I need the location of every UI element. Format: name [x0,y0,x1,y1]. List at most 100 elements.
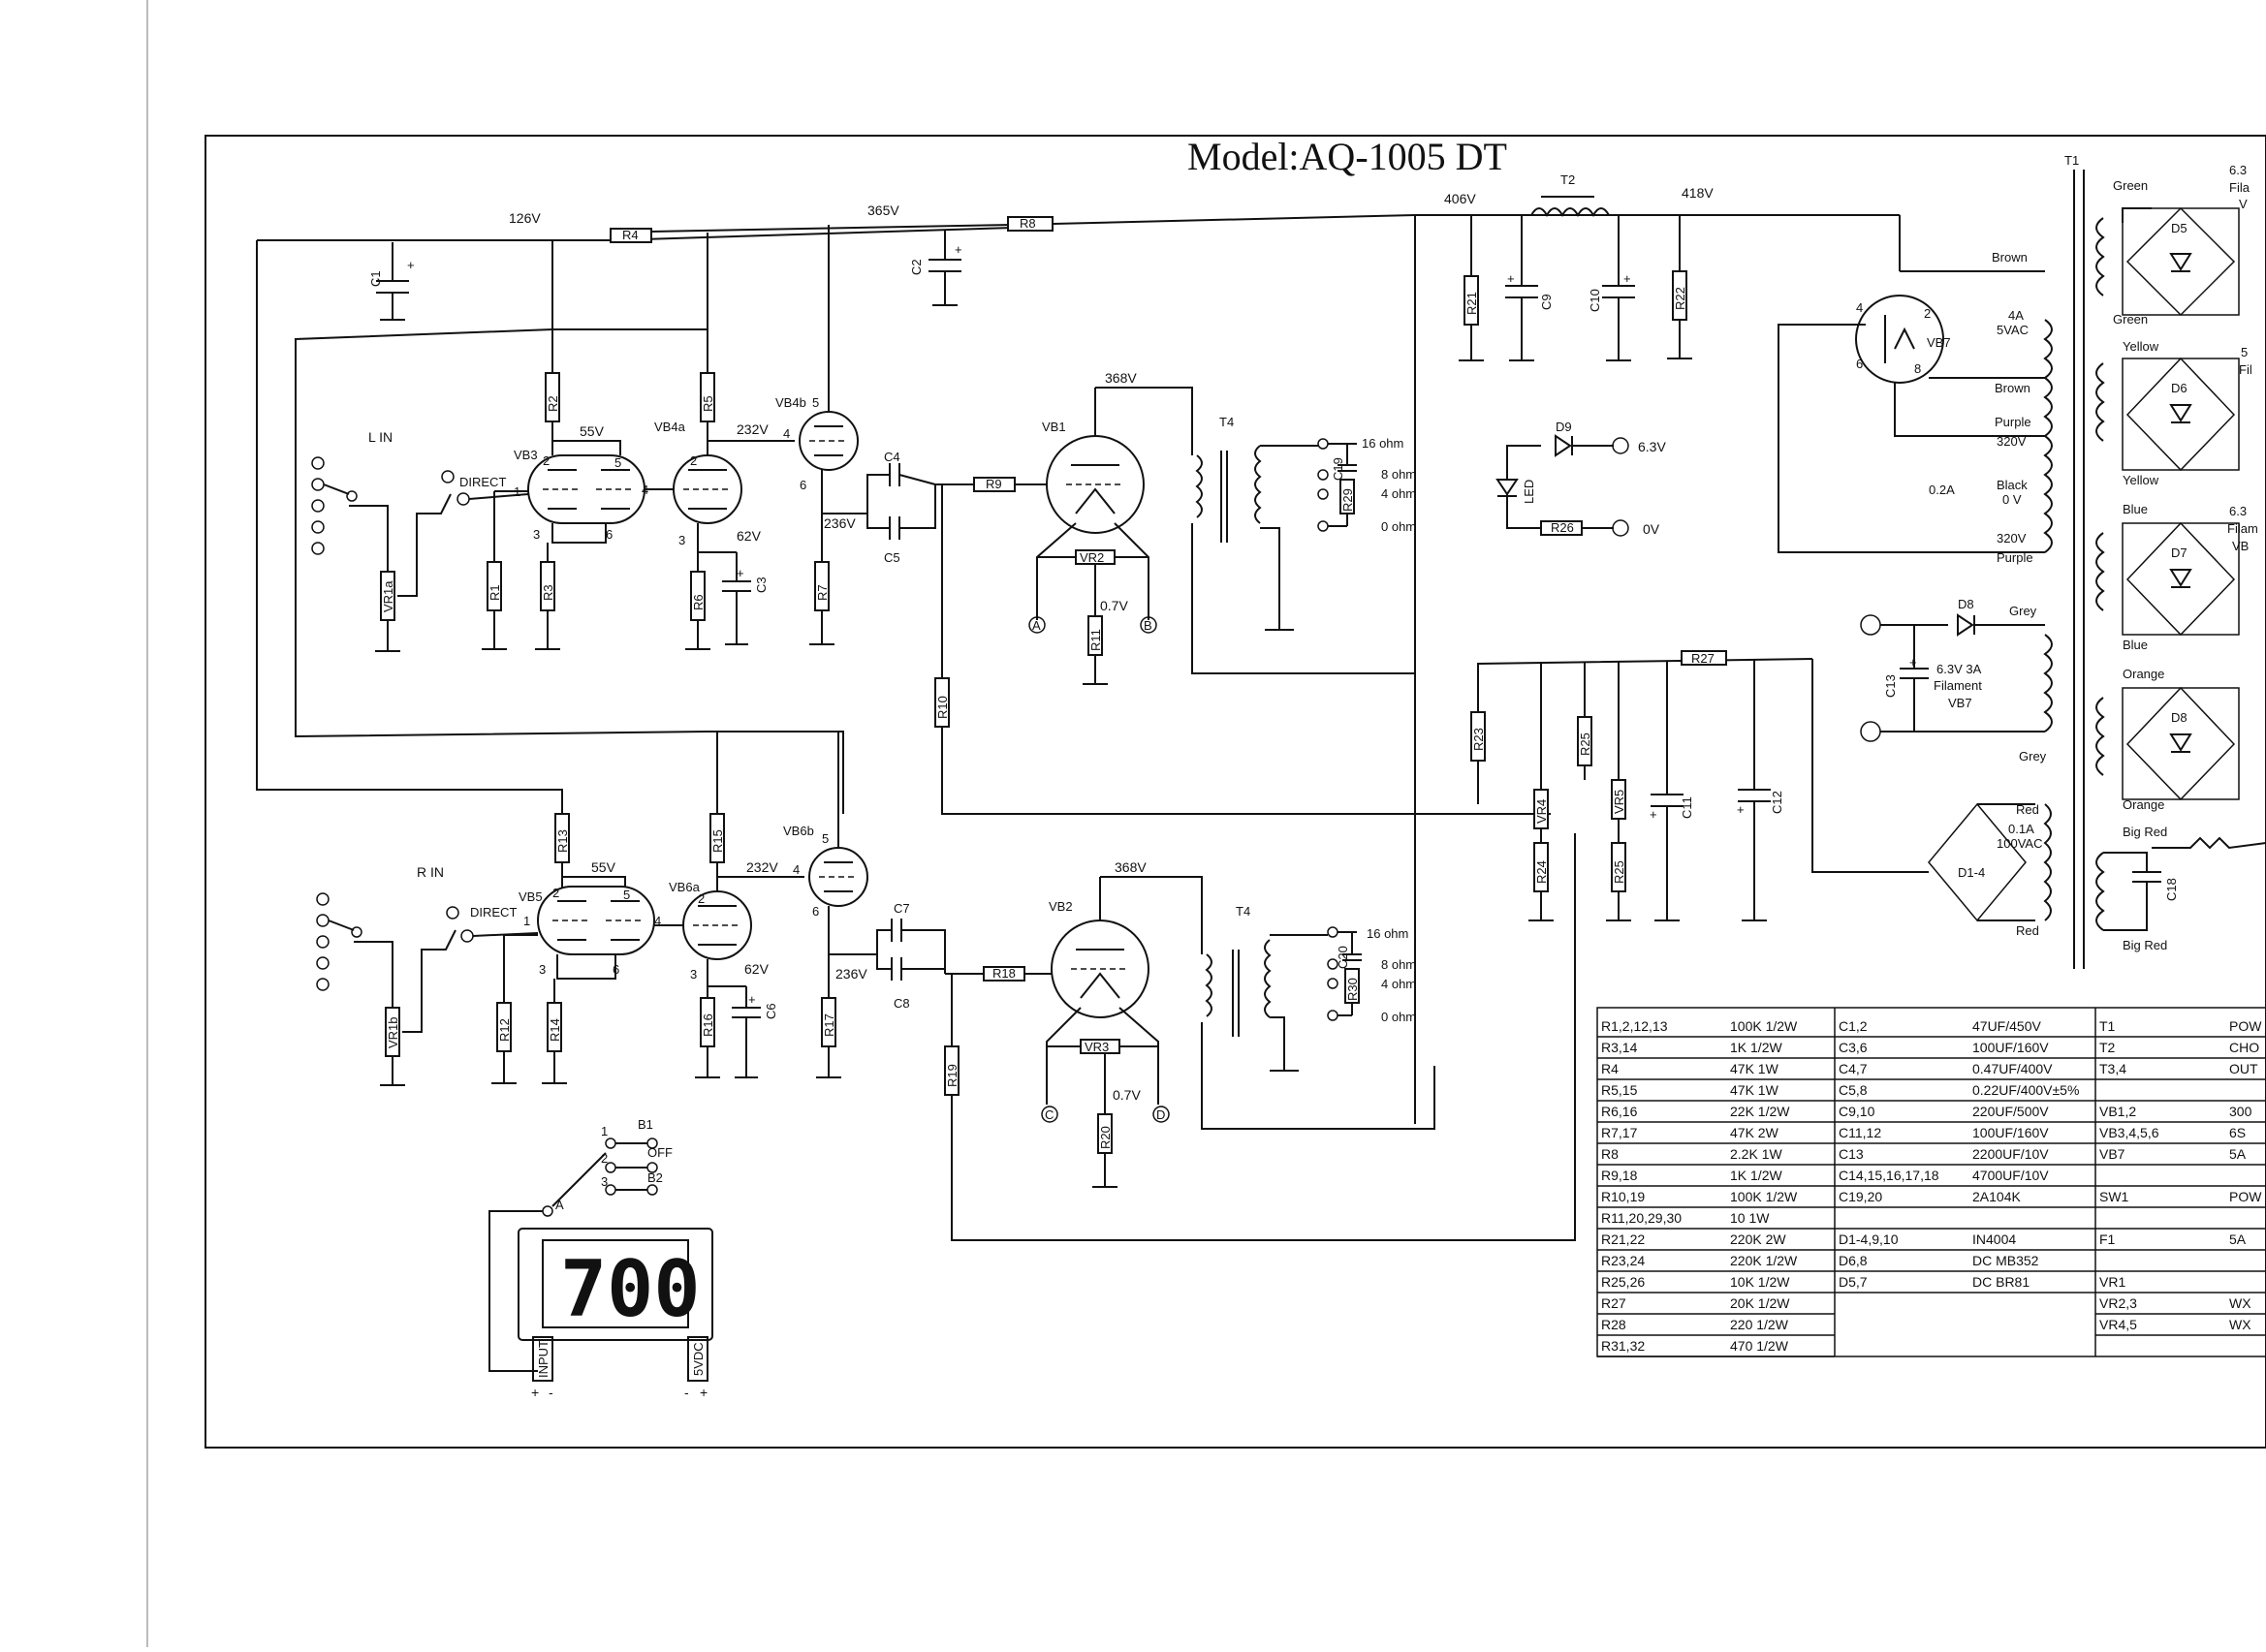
svg-text:62V: 62V [737,528,762,544]
svg-text:3: 3 [601,1174,608,1189]
svg-text:R10: R10 [935,696,950,719]
svg-text:C7: C7 [894,901,910,916]
svg-text:6.3: 6.3 [2229,504,2247,518]
parts-table-ref: C13 [1839,1146,1864,1162]
svg-text:3: 3 [533,527,540,542]
parts-table-value: 4700UF/10V [1972,1168,2049,1183]
parts-table-ref: C9,10 [1839,1104,1875,1119]
parts-table-ref: R5,15 [1601,1082,1638,1098]
svg-text:VB3: VB3 [514,448,538,462]
parts-table-value: IN4004 [1972,1231,2016,1247]
svg-text:Brown: Brown [1992,250,2028,265]
svg-text:5VAC: 5VAC [1997,323,2029,337]
svg-text:3: 3 [539,962,546,977]
svg-text:VR1a: VR1a [381,580,395,612]
svg-text:+: + [737,566,744,580]
parts-table-value: 1K 1/2W [1730,1168,1782,1183]
parts-table-ref: R31,32 [1601,1338,1645,1354]
svg-text:4: 4 [793,862,800,877]
svg-text:320V: 320V [1997,531,2027,545]
parts-table-ref: C4,7 [1839,1061,1868,1076]
parts-table-ref: R4 [1601,1061,1619,1076]
svg-text:+: + [407,258,415,272]
svg-text:0.1A: 0.1A [2008,822,2034,836]
R8 [1007,216,1054,232]
meter-switch-section: A 1 2 3 B1 OFF B2 700 INPUT 5VDC + - - + [488,1117,713,1400]
parts-table-ref: SW1 [2099,1189,2129,1204]
svg-text:2: 2 [1924,306,1931,321]
svg-text:8 ohm: 8 ohm [1381,957,1416,972]
svg-text:B1: B1 [638,1117,653,1132]
svg-text:+: + [1909,655,1917,670]
parts-table-ref: R27 [1601,1295,1626,1311]
svg-text:A: A [555,1198,564,1212]
svg-text:OFF: OFF [647,1145,673,1160]
svg-text:Fila: Fila [2229,180,2250,195]
svg-text:R24: R24 [1534,860,1549,884]
svg-text:T2: T2 [1560,172,1575,187]
svg-text:0V: 0V [1643,521,1660,537]
parts-table-value: CHO [2229,1040,2259,1055]
svg-text:Filam: Filam [2227,521,2258,536]
svg-text:0.2A: 0.2A [1929,483,1955,497]
svg-text:C3: C3 [754,577,769,593]
svg-text:Blue: Blue [2123,502,2148,516]
svg-text:R21: R21 [1464,292,1479,315]
svg-text:R19: R19 [945,1064,960,1087]
svg-text:3: 3 [678,533,685,547]
svg-text:V: V [2239,197,2248,211]
parts-table-value: 2.2K 1W [1730,1146,1782,1162]
svg-text:DIRECT: DIRECT [470,905,517,920]
svg-text:R23: R23 [1471,728,1486,751]
svg-text:Big Red: Big Red [2123,938,2167,952]
svg-text:3: 3 [690,967,697,982]
parts-table-ref: C5,8 [1839,1082,1868,1098]
svg-text:C8: C8 [894,996,910,1011]
parts-table-ref: R21,22 [1601,1231,1645,1247]
parts-table-ref: R28 [1601,1317,1626,1332]
parts-table-value: 5A [2229,1231,2247,1247]
parts-table-ref: F1 [2099,1231,2116,1247]
svg-text:Black: Black [1997,478,2028,492]
svg-text:4: 4 [783,426,790,441]
svg-text:VB1: VB1 [1042,420,1066,434]
svg-text:2: 2 [552,886,559,900]
svg-text:L IN: L IN [368,429,393,445]
svg-text:Orange: Orange [2123,667,2164,681]
parts-table-value: 6S [2229,1125,2246,1140]
svg-text:B: B [1144,618,1152,633]
svg-text:A: A [1032,618,1041,633]
svg-text:C10: C10 [1588,289,1602,312]
svg-text:R13: R13 [555,829,570,853]
svg-text:R7: R7 [815,584,830,601]
svg-text:Orange: Orange [2123,797,2164,812]
svg-text:6: 6 [800,478,806,492]
parts-table-value: 470 1/2W [1730,1338,1789,1354]
T2-choke [1530,207,1610,218]
svg-text:Purple: Purple [1995,415,2031,429]
meter-reading: 700 [560,1244,701,1334]
svg-text:Fil: Fil [2239,362,2252,377]
svg-text:T1: T1 [2064,153,2079,168]
parts-table-value: 220K 2W [1730,1231,1786,1247]
svg-text:R3: R3 [541,584,555,601]
svg-text:R17: R17 [822,1013,836,1037]
svg-text:R27: R27 [1691,651,1715,666]
svg-text:Red: Red [2016,802,2039,817]
svg-text:16 ohm: 16 ohm [1362,436,1403,451]
parts-table-value: 10 1W [1730,1210,1770,1226]
R4 [610,228,652,243]
voltage-406v: 406V [1444,191,1476,206]
svg-text:0.7V: 0.7V [1113,1087,1141,1103]
parts-table-value: 47UF/450V [1972,1018,2041,1034]
svg-text:368V: 368V [1105,370,1137,386]
VB5-tube [537,886,655,955]
C1: + C1 [368,242,415,321]
drawing-border [205,135,2266,1449]
parts-table-value: 22K 1/2W [1730,1104,1790,1119]
svg-text:C5: C5 [884,550,900,565]
svg-text:+: + [531,1385,539,1400]
parts-table-value: POW [2229,1018,2262,1034]
parts-table-value: 100K 1/2W [1730,1018,1798,1034]
